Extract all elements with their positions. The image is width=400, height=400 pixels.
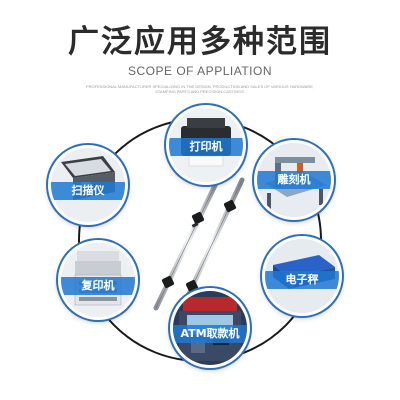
- roller-shaft-b: [177, 177, 245, 316]
- application-label: 打印机: [169, 138, 243, 156]
- page-subtitle: SCOPE OF APPLIATION: [128, 64, 272, 78]
- application-label: 雕刻机: [257, 171, 331, 189]
- page-title: 广泛应用多种范围: [68, 24, 332, 60]
- application-engraver: 雕刻机: [254, 140, 334, 220]
- application-label: 电子秤: [265, 271, 339, 289]
- fine-print-line-1: PROFESSIONAL MANUFACTURER SPECIALIZING I…: [85, 84, 315, 89]
- application-atm: ATM取款机: [170, 288, 250, 368]
- application-label: 扫描仪: [51, 182, 125, 200]
- application-scanner: 扫描仪: [48, 145, 128, 225]
- application-label: ATM取款机: [173, 325, 247, 343]
- roller-shaft-a: [153, 172, 223, 311]
- application-printer: 打印机: [166, 105, 246, 185]
- roller-shafts-image: [153, 172, 245, 316]
- fine-print-line-2: STAMPING PARTS AND PRECISION CASTINGS.: [155, 89, 245, 94]
- application-scale: 电子秤: [262, 236, 342, 316]
- application-copier: 复印机: [58, 240, 138, 320]
- application-label: 复印机: [61, 277, 135, 295]
